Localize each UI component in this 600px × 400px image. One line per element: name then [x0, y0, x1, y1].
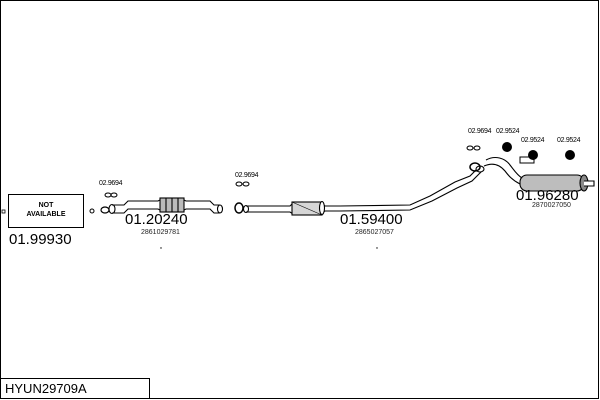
gasket-2 [234, 202, 244, 214]
clip-label-1: 02.9694 [99, 180, 123, 187]
clip-label-5: 02.9524 [521, 137, 545, 144]
part-number-1: 01.99930 [9, 231, 72, 248]
bracket [519, 156, 535, 164]
oe-number-2: 2861029781 [141, 229, 180, 236]
clip-3-shape [466, 145, 481, 151]
part-number-2: 01.20240 [125, 211, 188, 228]
not-available-line2: AVAILABLE [26, 211, 66, 218]
gasket-1 [100, 206, 110, 214]
part-number-3: 01.59400 [340, 211, 403, 228]
connector-marker [1, 209, 6, 214]
center-pipe [242, 165, 485, 216]
not-available-box: NOT AVAILABLE [8, 194, 84, 228]
oe-number-4: 2870027050 [532, 202, 571, 209]
clip-label-6: 02.9524 [557, 137, 581, 144]
rear-muffler [483, 156, 595, 192]
gasket-ring [89, 208, 95, 214]
part-number-4: 01.96280 [516, 187, 579, 204]
clip-label-4: 02.9524 [496, 128, 520, 135]
rubber-hanger-1 [502, 142, 512, 152]
clip-2-shape [235, 181, 250, 187]
clip-1-shape [104, 192, 118, 198]
rubber-hanger-2 [528, 150, 538, 160]
front-pipe [108, 197, 224, 215]
not-available-line1: NOT [38, 202, 54, 210]
oe-number-3: 2865027057 [355, 229, 394, 236]
diagram-title: HYUN29709A [0, 378, 150, 399]
gasket-3 [469, 162, 481, 172]
rubber-hanger-3 [565, 150, 575, 160]
clip-label-3: 02.9694 [468, 128, 492, 135]
clip-label-2: 02.9694 [235, 172, 259, 179]
